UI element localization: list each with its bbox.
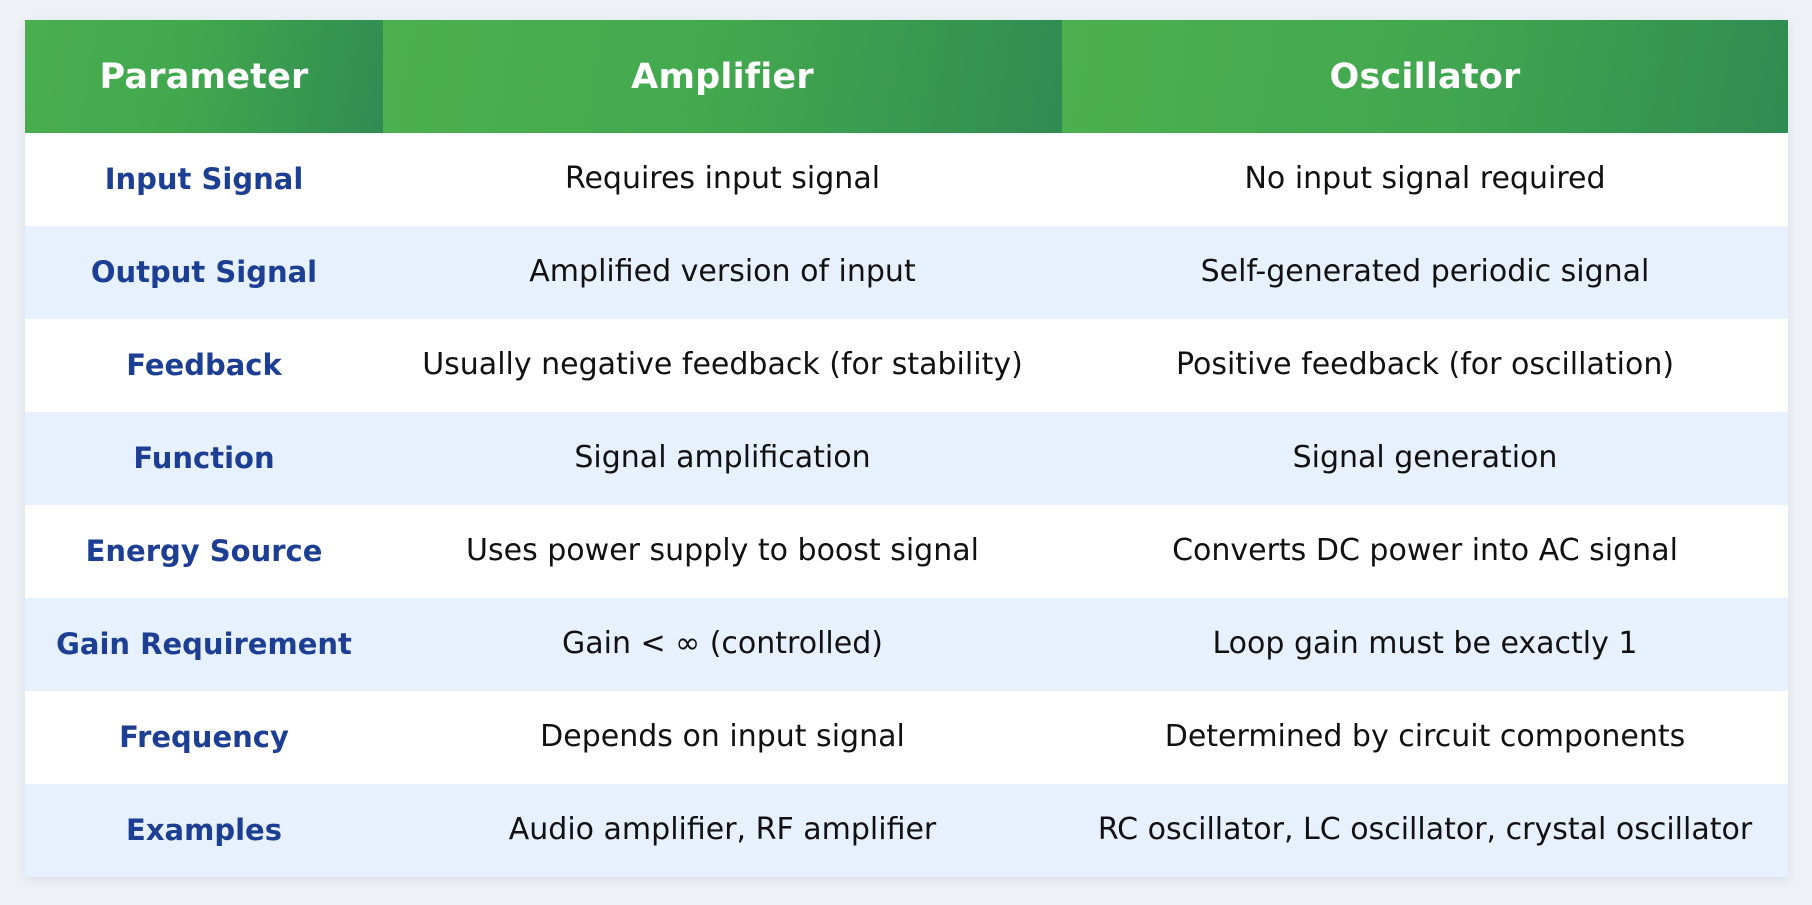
cell-amplifier: Requires input signal xyxy=(383,133,1062,226)
table-body: Input Signal Requires input signal No in… xyxy=(25,133,1788,877)
cell-parameter: Frequency xyxy=(25,691,383,784)
cell-amplifier: Audio amplifier, RF amplifier xyxy=(383,784,1062,877)
column-header-amplifier: Amplifier xyxy=(383,20,1062,133)
cell-parameter: Gain Requirement xyxy=(25,598,383,691)
table-row: Examples Audio amplifier, RF amplifier R… xyxy=(25,784,1788,877)
table-row: Energy Source Uses power supply to boost… xyxy=(25,505,1788,598)
cell-amplifier: Gain < ∞ (controlled) xyxy=(383,598,1062,691)
cell-oscillator: Positive feedback (for oscillation) xyxy=(1062,319,1788,412)
amplifier-oscillator-comparison-table: Parameter Amplifier Oscillator Input Sig… xyxy=(25,20,1788,877)
cell-oscillator: No input signal required xyxy=(1062,133,1788,226)
column-header-parameter: Parameter xyxy=(25,20,383,133)
table-row: Input Signal Requires input signal No in… xyxy=(25,133,1788,226)
table-row: Feedback Usually negative feedback (for … xyxy=(25,319,1788,412)
cell-amplifier: Uses power supply to boost signal xyxy=(383,505,1062,598)
cell-amplifier: Depends on input signal xyxy=(383,691,1062,784)
cell-amplifier: Signal amplification xyxy=(383,412,1062,505)
table-row: Gain Requirement Gain < ∞ (controlled) L… xyxy=(25,598,1788,691)
cell-oscillator: Self-generated periodic signal xyxy=(1062,226,1788,319)
cell-oscillator: Converts DC power into AC signal xyxy=(1062,505,1788,598)
table-header-row: Parameter Amplifier Oscillator xyxy=(25,20,1788,133)
cell-amplifier: Usually negative feedback (for stability… xyxy=(383,319,1062,412)
cell-oscillator: Determined by circuit components xyxy=(1062,691,1788,784)
table-header: Parameter Amplifier Oscillator xyxy=(25,20,1788,133)
cell-amplifier: Amplified version of input xyxy=(383,226,1062,319)
cell-parameter: Feedback xyxy=(25,319,383,412)
table-row: Frequency Depends on input signal Determ… xyxy=(25,691,1788,784)
cell-oscillator: RC oscillator, LC oscillator, crystal os… xyxy=(1062,784,1788,877)
cell-parameter: Energy Source xyxy=(25,505,383,598)
table-row: Output Signal Amplified version of input… xyxy=(25,226,1788,319)
cell-parameter: Output Signal xyxy=(25,226,383,319)
cell-parameter: Examples xyxy=(25,784,383,877)
table-row: Function Signal amplification Signal gen… xyxy=(25,412,1788,505)
cell-oscillator: Loop gain must be exactly 1 xyxy=(1062,598,1788,691)
cell-oscillator: Signal generation xyxy=(1062,412,1788,505)
cell-parameter: Input Signal xyxy=(25,133,383,226)
column-header-oscillator: Oscillator xyxy=(1062,20,1788,133)
cell-parameter: Function xyxy=(25,412,383,505)
